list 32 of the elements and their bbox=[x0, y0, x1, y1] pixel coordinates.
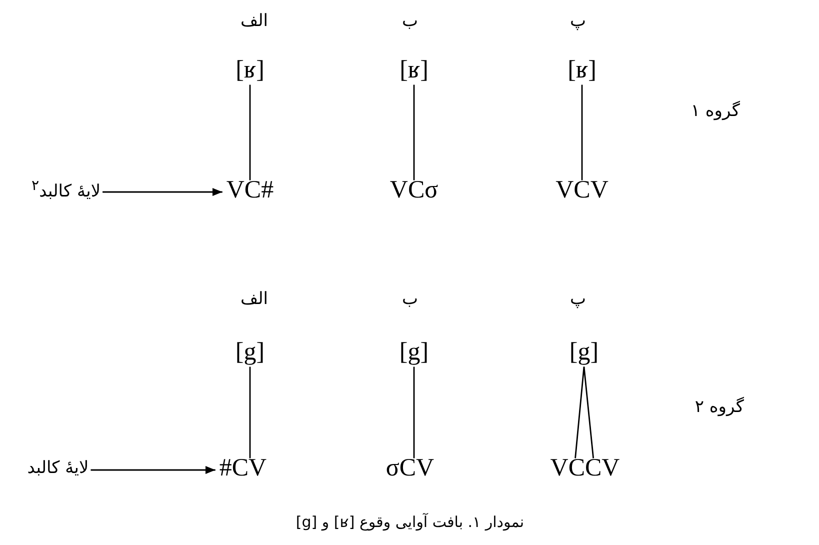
segment-label: [g] bbox=[235, 338, 265, 366]
arrow bbox=[90, 466, 216, 474]
association-line bbox=[583, 366, 594, 458]
segment-label: [ʁ] bbox=[400, 56, 428, 84]
syllable-template: σCV bbox=[386, 454, 434, 482]
segment-label: [ʁ] bbox=[236, 56, 264, 84]
syllable-template: VCV bbox=[556, 176, 608, 204]
caption: نمودار ۱. بافت آوایی وقوع [ʁ] و [g] bbox=[296, 513, 524, 531]
association-line bbox=[581, 84, 583, 180]
column-label: الف bbox=[240, 10, 268, 32]
association-line bbox=[413, 366, 415, 458]
association-line bbox=[413, 84, 415, 180]
segment-label: [g] bbox=[569, 338, 599, 366]
column-label: ب bbox=[402, 288, 418, 310]
association-line bbox=[249, 366, 251, 458]
syllable-template: #CV bbox=[219, 454, 267, 482]
segment-label: [ʁ] bbox=[568, 56, 596, 84]
column-label: پ bbox=[570, 288, 586, 310]
column-label: پ bbox=[570, 10, 586, 32]
association-line bbox=[249, 84, 251, 180]
syllable-template: VCCV bbox=[550, 454, 620, 482]
column-label: ب bbox=[402, 10, 418, 32]
association-line bbox=[574, 366, 585, 458]
arrow bbox=[102, 188, 222, 196]
column-label: الف bbox=[240, 288, 268, 310]
layer-label: لایهٔ کالبد bbox=[27, 458, 89, 478]
group-label: گروه ۱ bbox=[690, 100, 740, 122]
segment-label: [g] bbox=[399, 338, 429, 366]
syllable-template: VC# bbox=[226, 176, 274, 204]
syllable-template: VCσ bbox=[390, 176, 438, 204]
group-label: گروه ۲ bbox=[694, 396, 744, 418]
layer-label: لایهٔ کالبد$^{۲}$ bbox=[31, 178, 101, 202]
